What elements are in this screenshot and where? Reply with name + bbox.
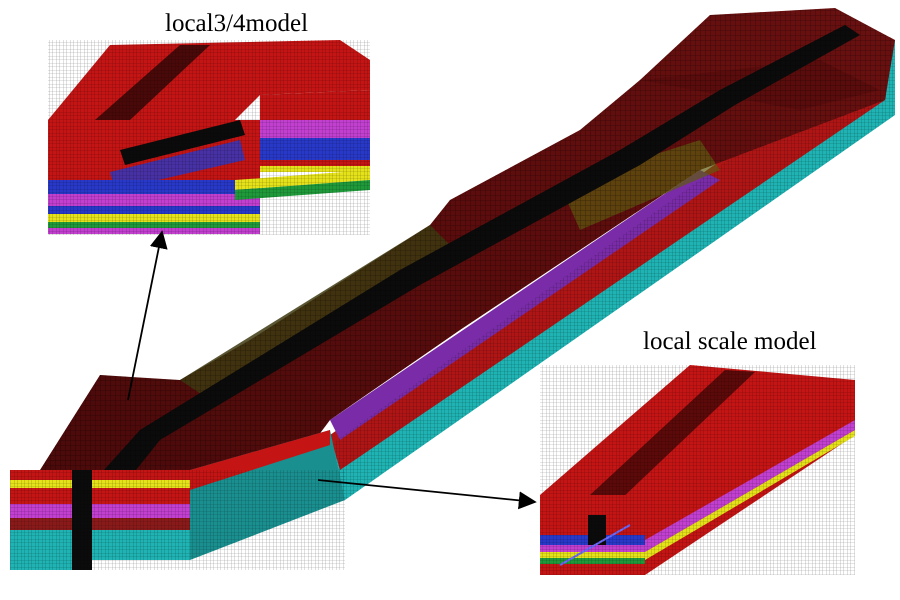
local-3-4-model (48, 40, 370, 235)
global-model-top-surface (40, 8, 895, 500)
local-scale-model (540, 365, 855, 575)
local-3-4-model-label: local3/4model (165, 10, 309, 37)
arrow-to-local-3-4-model (127, 230, 168, 401)
arrow-to-local-scale-model (317, 479, 537, 510)
global-model-front-face (10, 430, 345, 570)
global-model-side-face (330, 40, 895, 500)
global-model (10, 8, 895, 570)
local-scale-model-label: local scale model (643, 328, 817, 355)
